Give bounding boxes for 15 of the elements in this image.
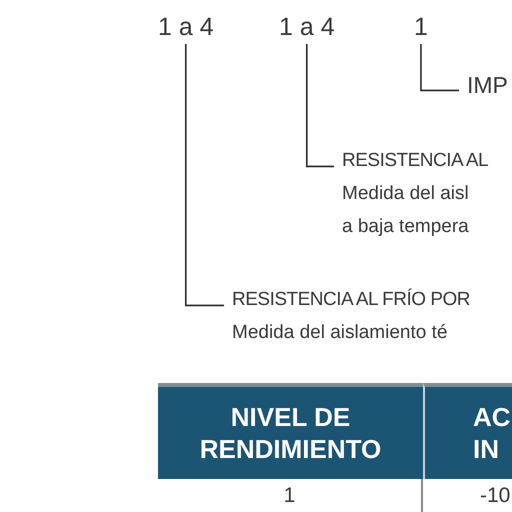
table-value: -10	[479, 482, 512, 508]
rating-range: 1 a 4	[158, 12, 214, 42]
rating-number: 1	[414, 12, 428, 42]
column-header: AC IN	[423, 383, 512, 479]
category-heading: IMP	[459, 70, 508, 100]
leader-line	[185, 44, 224, 306]
column-header: NIVEL DE RENDIMIENTO	[158, 383, 423, 479]
rating-range: 1 a 4	[279, 12, 335, 42]
category-description: Medida del aisl a baja tempera	[342, 182, 470, 239]
category-heading: RESISTENCIA AL	[342, 149, 488, 173]
category-description: Medida del aislamiento té	[232, 321, 448, 345]
leader-line	[306, 44, 334, 168]
table-value: 1	[158, 479, 423, 512]
leader-line	[420, 44, 459, 92]
category-heading: RESISTENCIA AL FRÍO POR	[232, 288, 470, 312]
